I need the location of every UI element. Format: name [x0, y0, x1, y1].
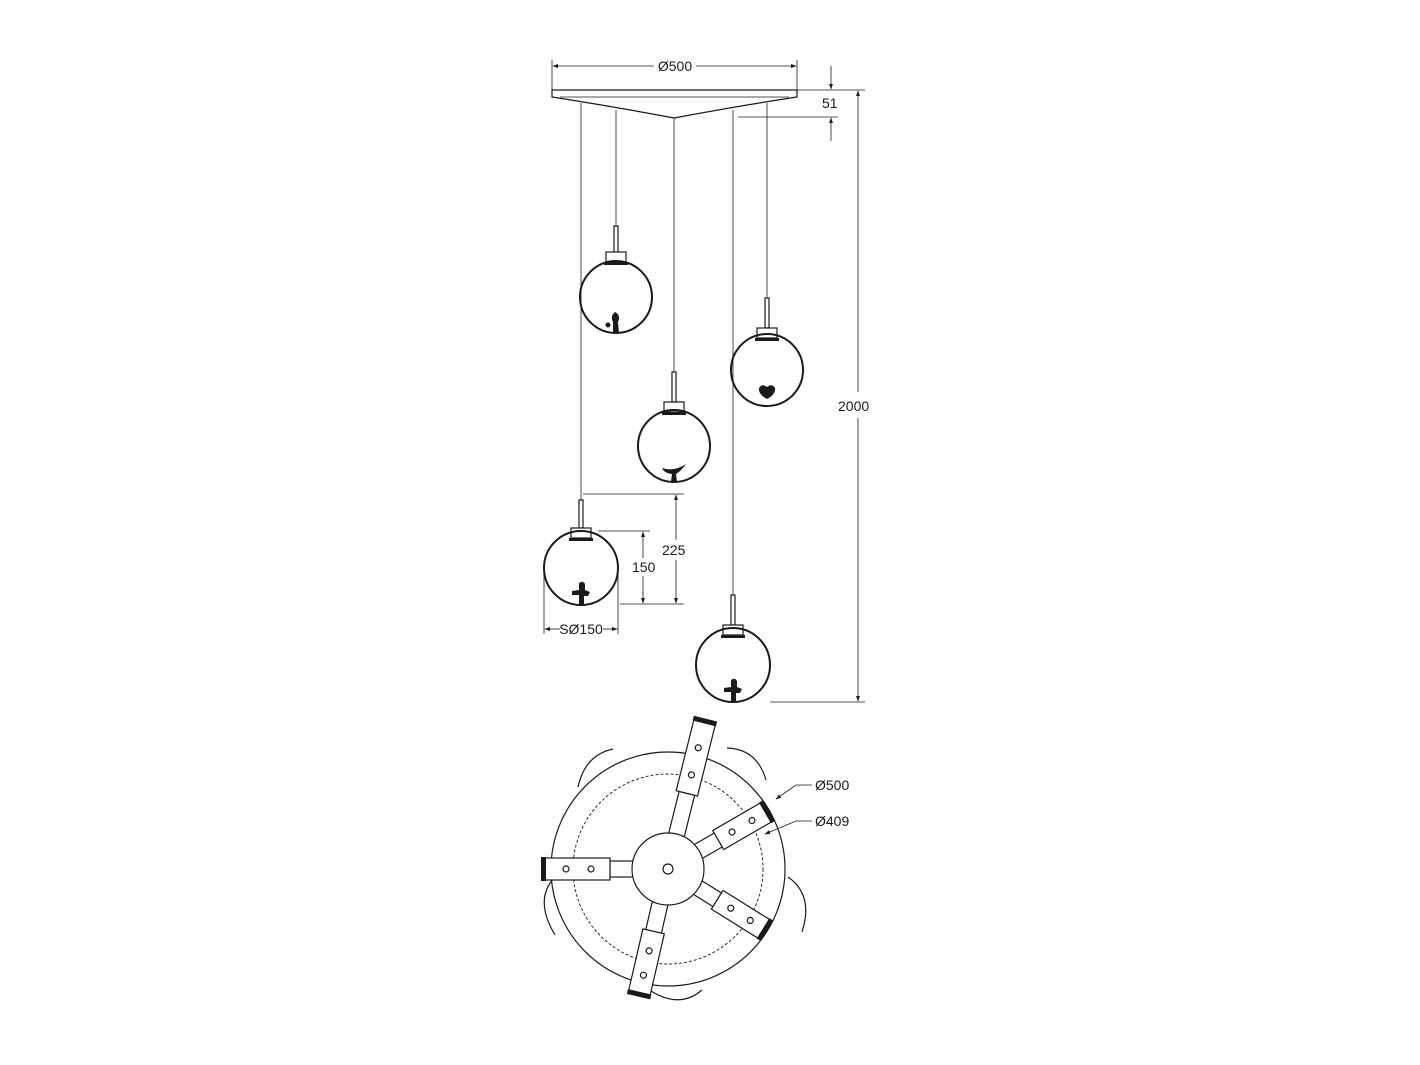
canopy-diameter-dimension: Ø500	[551, 58, 798, 90]
canopy-height-label: 51	[822, 95, 838, 111]
inner-diameter-dimension: Ø409	[764, 813, 849, 835]
central-hub	[631, 832, 705, 906]
globe-diameter-dimension: SØ150	[543, 570, 619, 637]
pendant-globe	[730, 297, 804, 407]
pendant-globe	[695, 594, 771, 703]
suspension-cables	[580, 103, 768, 612]
globe-height-dimension: 150	[598, 530, 656, 604]
hub-center-point	[662, 863, 674, 875]
globe-height-label: 150	[632, 559, 656, 575]
side-view: Ø500 51 2000 225	[543, 58, 869, 703]
canopy-height-dimension: 51	[738, 66, 865, 141]
overall-height-dimension: 2000	[770, 90, 869, 703]
shade-height-dimension: 225	[583, 493, 686, 605]
inner-diameter-label: Ø409	[815, 813, 849, 829]
shade-height-label: 225	[662, 542, 686, 558]
outer-diameter-label: Ø500	[815, 777, 849, 793]
outer-diameter-dimension: Ø500	[775, 777, 849, 800]
bottom-view: Ø500 Ø409	[541, 715, 849, 1001]
pendant-globe	[579, 225, 653, 334]
ceiling-canopy	[551, 89, 798, 119]
globe-outlines	[543, 747, 807, 1001]
mounting-arms	[541, 715, 776, 1000]
globe-diameter-label: SØ150	[559, 621, 603, 637]
overall-height-label: 2000	[838, 398, 869, 414]
pendant-globe	[543, 499, 619, 606]
canopy-diameter-label: Ø500	[658, 58, 692, 74]
pendant-globe	[637, 371, 711, 483]
